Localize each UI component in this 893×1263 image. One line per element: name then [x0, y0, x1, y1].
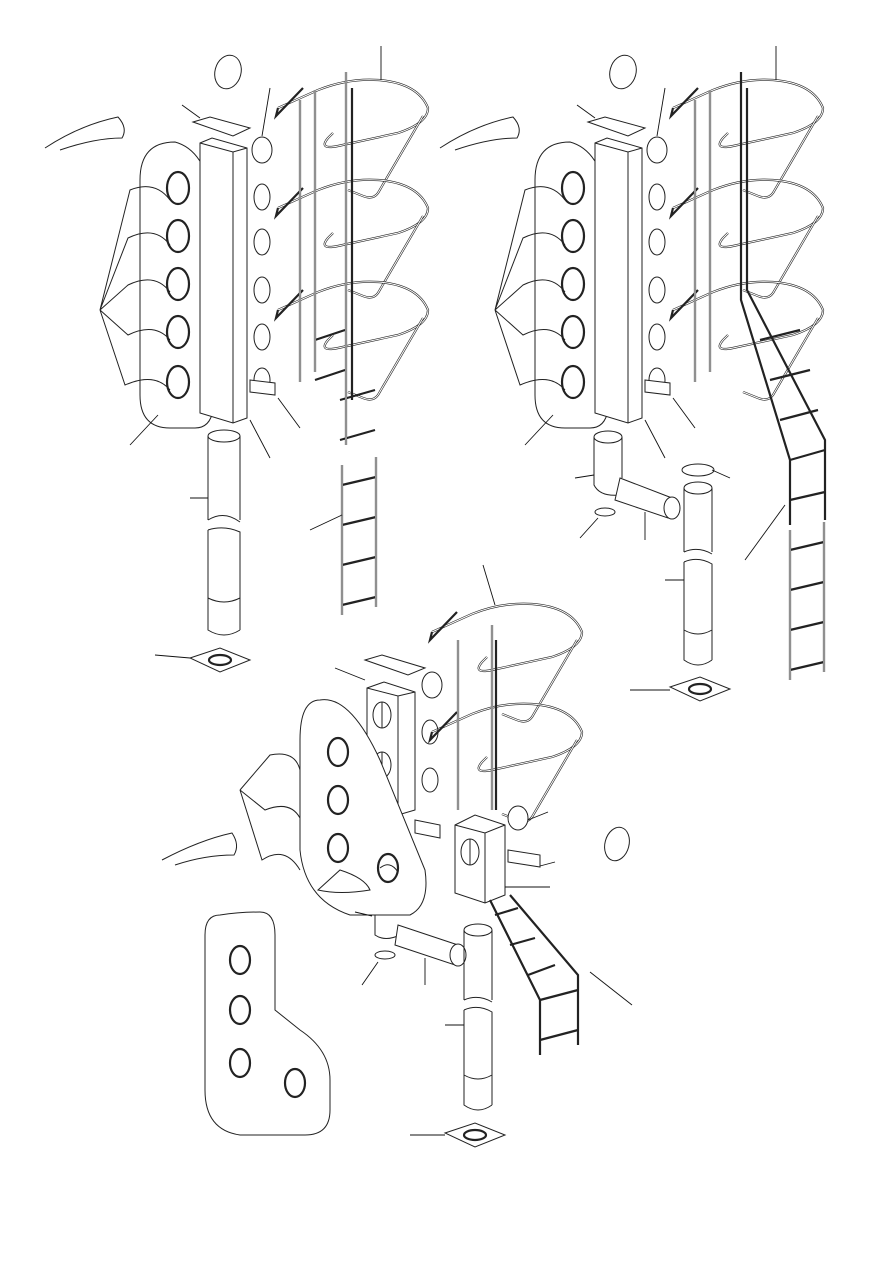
elbow-pipe: [354, 911, 467, 986]
signal-pole: [190, 429, 241, 636]
base-plate: [188, 646, 252, 674]
signal-head-upper: [440, 46, 823, 458]
lower-ladder: [788, 520, 826, 682]
top-right-assembly: [440, 46, 827, 703]
base-plate: [443, 1121, 507, 1149]
signal-pole: [665, 481, 713, 666]
base-plate: [668, 675, 732, 703]
top-left-assembly: [45, 46, 428, 674]
bottom-assembly: [161, 564, 633, 1149]
lower-ladder: [340, 455, 378, 617]
signal-head-upper: [45, 46, 428, 458]
basket: [428, 702, 584, 823]
signal-pole: [445, 923, 493, 1111]
elbow-pipe: [574, 430, 731, 540]
ladder-rails: [298, 72, 376, 445]
